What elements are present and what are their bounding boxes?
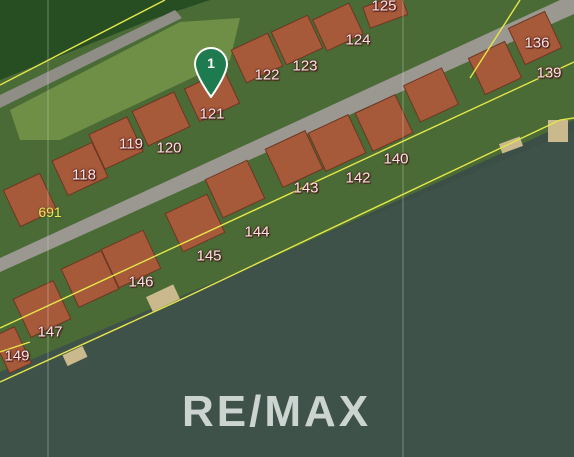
house	[270, 14, 324, 66]
parcel-number-label: 691	[38, 204, 62, 220]
plot-number-label: 120	[156, 139, 182, 157]
marker-number: 1	[207, 55, 215, 71]
plot-number-label: 144	[244, 223, 270, 241]
dock	[62, 345, 88, 367]
plot-number-label: 118	[72, 166, 96, 184]
house	[131, 91, 191, 147]
house	[204, 159, 266, 219]
plot-number-label: 140	[383, 150, 409, 168]
plot-number-label: 142	[345, 169, 371, 187]
parcel-boundaries	[0, 0, 574, 383]
plot-number-label: 121	[199, 105, 225, 123]
plot-number-label: 125	[371, 0, 397, 15]
boundary-line	[0, 117, 574, 383]
house	[88, 116, 144, 170]
location-marker[interactable]: 1	[192, 46, 230, 98]
map-pin-icon	[193, 47, 229, 98]
grid-lines	[47, 0, 404, 457]
lake-water-shade	[0, 130, 574, 457]
boundary-line	[0, 341, 31, 353]
plot-number-label: 122	[254, 66, 280, 84]
plot-number-label: 149	[4, 347, 30, 365]
plot-number-label: 139	[536, 64, 562, 82]
plot-number-label: 143	[293, 179, 319, 197]
boundary-line	[0, 0, 166, 86]
plot-number-label: 119	[119, 135, 143, 153]
remax-watermark: RE/MAX	[182, 387, 372, 436]
house	[467, 40, 523, 96]
house	[100, 229, 162, 289]
house	[507, 10, 563, 66]
dock	[146, 284, 180, 312]
boundary-line	[469, 0, 521, 79]
boundary-line	[0, 61, 574, 329]
house	[51, 141, 109, 197]
house	[264, 130, 324, 188]
house	[312, 2, 364, 52]
house	[362, 0, 409, 29]
house	[164, 193, 226, 253]
lawn-area	[10, 18, 240, 140]
plot-number-label: 136	[524, 34, 550, 52]
upper-road	[0, 10, 182, 108]
house	[354, 94, 414, 152]
plot-number-label: 145	[196, 247, 222, 265]
house	[307, 114, 367, 172]
plot-number-label: 123	[292, 57, 318, 75]
main-road	[0, 0, 574, 272]
plot-number-label: 147	[37, 323, 63, 341]
house	[402, 67, 460, 123]
house	[230, 32, 284, 84]
plot-number-label: 124	[345, 31, 371, 49]
plot-number-label: 146	[128, 273, 154, 291]
dock	[548, 120, 568, 142]
forest-area	[0, 0, 210, 80]
